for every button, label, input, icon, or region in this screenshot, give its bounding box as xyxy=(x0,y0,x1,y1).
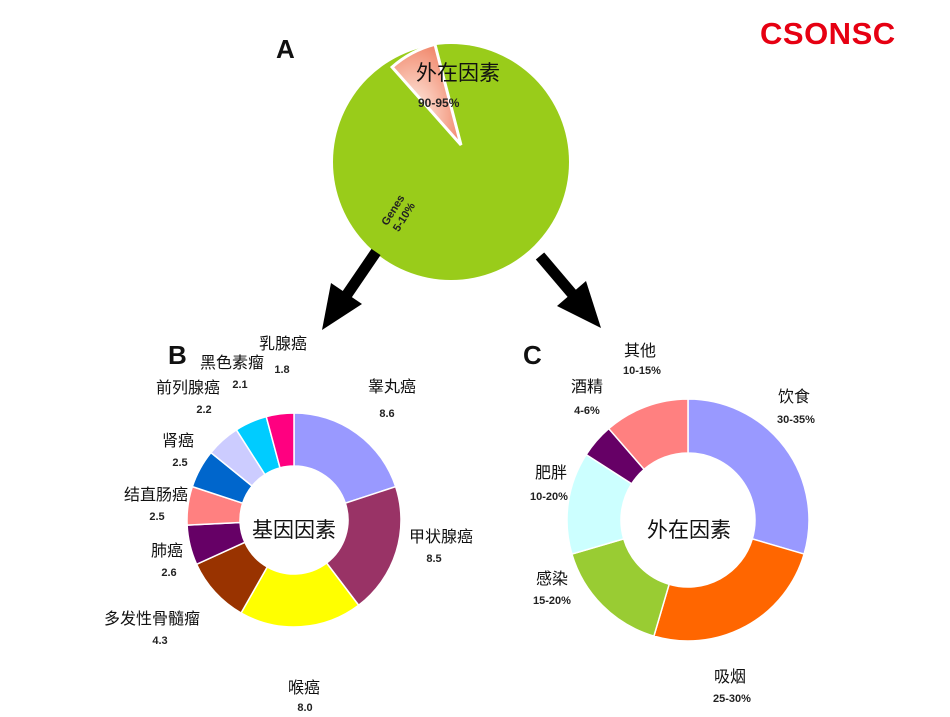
b-label-testicular: 睾丸癌 xyxy=(368,377,416,396)
c-label-smoking: 吸烟 xyxy=(714,667,746,686)
pie-a xyxy=(333,42,569,280)
b-label-myeloma: 多发性骨髓瘤 xyxy=(104,609,200,628)
b-value-laryngeal: 8.0 xyxy=(297,702,312,713)
pie-a-slice-1 xyxy=(389,42,463,146)
b-value-colorectal: 2.5 xyxy=(149,511,164,523)
c-label-alcohol: 酒精 xyxy=(571,377,603,396)
c-label-diet: 饮食 xyxy=(778,387,810,406)
brand-watermark: CSONSC xyxy=(760,16,896,51)
donut-b-slice-1 xyxy=(325,485,402,607)
c-value-alcohol: 4-6% xyxy=(574,405,600,417)
b-value-thyroid: 8.5 xyxy=(426,553,441,565)
panel-a-letter: A xyxy=(276,34,295,64)
panel-b-letter: B xyxy=(168,340,187,370)
b-label-kidney: 肾癌 xyxy=(162,431,194,450)
b-label-colorectal: 结直肠癌 xyxy=(124,485,188,504)
donut-b-labels: 睾丸癌 8.6 甲状腺癌 8.5 喉癌 8.0 多发性骨髓瘤 4.3 肺癌 2.… xyxy=(104,334,473,714)
b-label-prostate: 前列腺癌 xyxy=(156,378,220,397)
donut-b xyxy=(186,412,402,628)
b-value-kidney: 2.5 xyxy=(172,457,187,469)
b-value-breast: 1.8 xyxy=(274,364,289,376)
donut-c xyxy=(566,398,810,642)
c-value-diet: 30-35% xyxy=(777,414,815,426)
b-value-prostate: 2.2 xyxy=(196,404,211,416)
b-label-laryngeal: 喉癌 xyxy=(288,678,320,697)
arrow-to-c xyxy=(535,252,601,328)
c-label-infection: 感染 xyxy=(536,569,568,588)
c-value-obesity: 10-20% xyxy=(530,491,568,503)
b-value-melanoma: 2.1 xyxy=(232,379,247,391)
c-value-smoking: 25-30% xyxy=(713,693,751,705)
b-label-thyroid: 甲状腺癌 xyxy=(409,527,473,546)
panel-c-letter: C xyxy=(523,340,542,370)
donut-c-labels: 饮食 30-35% 吸烟 25-30% 感染 15-20% 肥胖 10-20% … xyxy=(530,341,815,705)
c-label-obesity: 肥胖 xyxy=(535,463,567,482)
c-label-other: 其他 xyxy=(624,341,656,360)
b-label-melanoma: 黑色素瘤 xyxy=(200,353,264,372)
c-value-other: 10-15% xyxy=(623,365,661,377)
donut-b-slice-9 xyxy=(265,412,295,469)
pie-a-main-value: 90-95% xyxy=(418,96,460,110)
b-value-lung: 2.6 xyxy=(161,567,176,579)
donut-c-center-label: 外在因素 xyxy=(647,518,731,542)
c-value-infection: 15-20% xyxy=(533,595,571,607)
b-label-breast: 乳腺癌 xyxy=(259,334,307,353)
donut-c-slice-0 xyxy=(687,398,810,556)
pie-a-main-label: 外在因素 xyxy=(416,61,500,85)
b-value-myeloma: 4.3 xyxy=(152,635,167,647)
pie-a-slice-0 xyxy=(333,44,569,280)
b-label-lung: 肺癌 xyxy=(151,541,183,560)
donut-c-slice-1 xyxy=(652,537,806,642)
arrow-to-b xyxy=(322,248,381,330)
donut-c-slice-5 xyxy=(607,398,689,471)
b-value-testicular: 8.6 xyxy=(379,408,394,420)
donut-b-center-label: 基因因素 xyxy=(252,518,336,542)
donut-c-slice-2 xyxy=(570,537,671,638)
donut-b-slice-0 xyxy=(293,412,397,505)
